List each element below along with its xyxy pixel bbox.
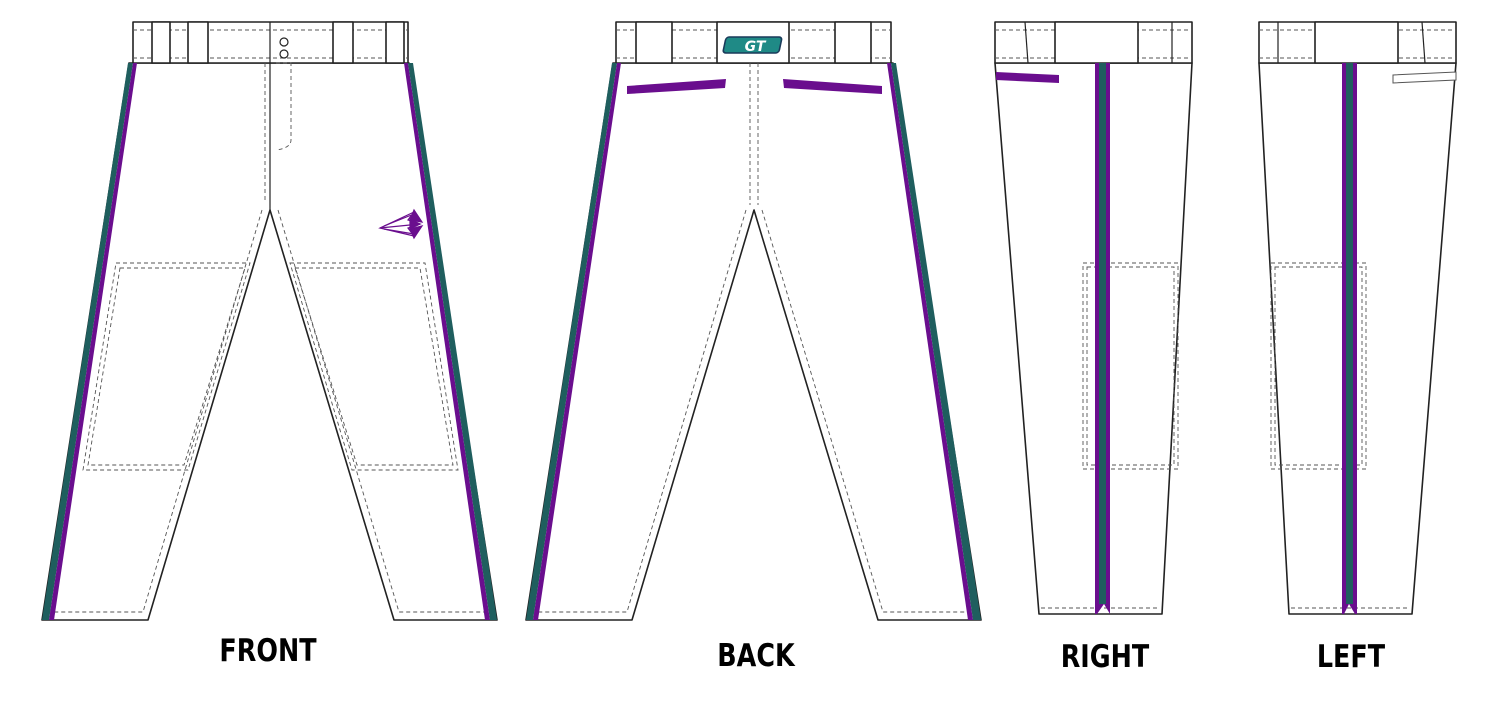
trident-icon (378, 208, 424, 240)
back-stripe-teal-left (526, 63, 617, 620)
front-stripe-purple-left (49, 63, 137, 620)
view-label-right: RIGHT (1060, 639, 1150, 675)
front-knee-pad-right (289, 262, 459, 471)
back-belt-loop (635, 21, 673, 64)
front-belt-loop (385, 21, 405, 64)
front-belt-loop (151, 21, 171, 64)
left-pocket (1392, 71, 1457, 84)
view-label-left: LEFT (1316, 639, 1386, 675)
right-belt-loop (1054, 21, 1139, 64)
right-pants-body (994, 62, 1193, 615)
left-belt-loop (1314, 21, 1399, 64)
left-pants-body (1258, 62, 1457, 615)
back-belt-loop (834, 21, 872, 64)
right-view (994, 21, 1193, 615)
front-view (41, 21, 498, 621)
view-label-front: FRONT (219, 633, 317, 669)
back-pocket-left (627, 79, 726, 94)
right-knee-pad (1082, 262, 1179, 470)
front-stripe-teal-left (42, 63, 133, 620)
left-stripe-teal (1346, 63, 1353, 604)
right-stripe-teal (1099, 63, 1106, 604)
left-knee-pad (1270, 262, 1367, 470)
front-belt-loop (332, 21, 354, 64)
front-stripe-purple-right (404, 63, 490, 620)
left-view (1258, 21, 1457, 615)
back-pants-body (525, 62, 982, 621)
gt-logo: GT (722, 36, 783, 55)
front-knee-pad-left (82, 262, 251, 471)
right-pocket (996, 72, 1059, 83)
back-view: GT (525, 21, 982, 621)
svg-text:GT: GT (745, 39, 767, 55)
view-label-back: BACK (717, 638, 795, 674)
front-button (279, 49, 289, 59)
back-stripe-purple-left (533, 63, 621, 620)
front-belt-loop (187, 21, 209, 64)
back-stripe-purple-right (887, 63, 973, 620)
front-button (279, 37, 289, 47)
front-stripe-teal-right (408, 63, 497, 620)
back-stripe-teal-right (891, 63, 981, 620)
back-pocket-right (783, 79, 882, 94)
